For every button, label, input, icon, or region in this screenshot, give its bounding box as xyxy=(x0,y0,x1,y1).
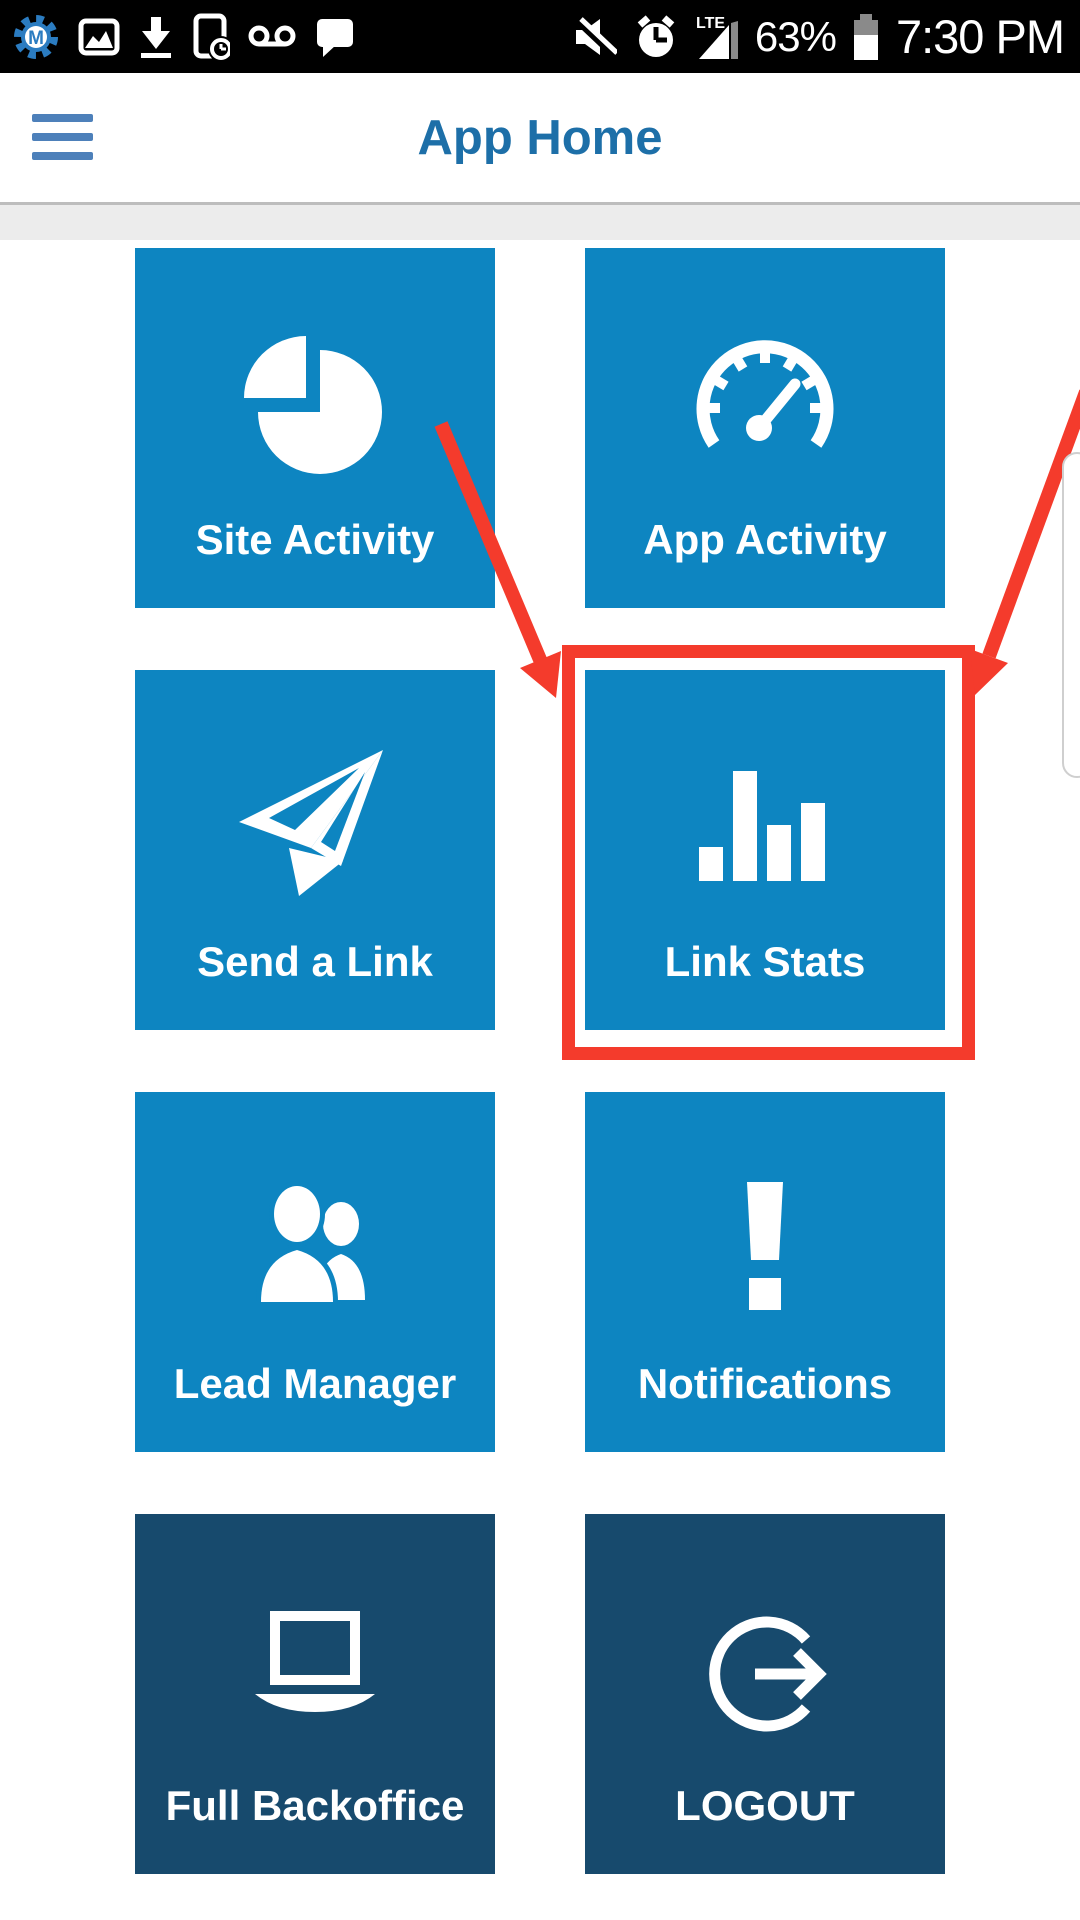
tile-label: Notifications xyxy=(637,1360,893,1407)
tile-label: Send a Link xyxy=(197,938,433,985)
users-icon xyxy=(135,1150,495,1345)
pie-chart-icon xyxy=(135,306,495,501)
tile-link-stats[interactable]: Link Stats xyxy=(585,670,945,1030)
laptop-icon xyxy=(135,1572,495,1767)
tile-label: Lead Manager xyxy=(173,1360,457,1407)
scrollbar-handle[interactable] xyxy=(1062,452,1080,778)
gallery-icon xyxy=(78,18,120,55)
svg-text:LTE: LTE xyxy=(696,15,725,32)
voicemail-icon xyxy=(248,25,296,46)
status-bar-notification-icons: M xyxy=(12,13,354,61)
alarm-clock-icon xyxy=(637,14,675,57)
status-bar-system-icons: LTE 63% 7:30 PM xyxy=(573,9,1065,64)
app-logo-gear-icon: M xyxy=(14,14,58,59)
app-header: App Home xyxy=(0,73,1080,202)
svg-text:M: M xyxy=(28,28,44,49)
paper-plane-icon xyxy=(135,728,495,923)
bar-chart-icon xyxy=(585,728,945,923)
clock-time: 7:30 PM xyxy=(895,10,1065,63)
volume-mute-icon xyxy=(574,16,617,57)
tile-logout[interactable]: LOGOUT xyxy=(585,1514,945,1874)
logout-icon xyxy=(585,1572,945,1767)
tile-label: LOGOUT xyxy=(675,1782,855,1829)
tile-notifications[interactable]: Notifications xyxy=(585,1092,945,1452)
tile-full-backoffice[interactable]: Full Backoffice xyxy=(135,1514,495,1874)
battery-percent: 63% xyxy=(754,12,837,60)
tile-site-activity[interactable]: Site Activity xyxy=(135,248,495,608)
tile-label: Link Stats xyxy=(664,938,866,985)
status-bar[interactable]: M xyxy=(0,0,1080,73)
chat-icon xyxy=(317,18,353,57)
header-divider xyxy=(0,202,1080,205)
hamburger-menu-icon[interactable] xyxy=(32,114,93,160)
exclamation-icon xyxy=(585,1150,945,1345)
tile-lead-manager[interactable]: Lead Manager xyxy=(135,1092,495,1452)
tile-label: App Activity xyxy=(643,516,887,563)
device-clock-icon xyxy=(193,13,230,61)
battery-icon xyxy=(853,13,878,60)
lte-signal-icon: LTE xyxy=(696,15,738,59)
tile-grid: Site Activity App Activity xyxy=(135,248,945,1874)
tile-label: Full Backoffice xyxy=(165,1782,465,1829)
header-shadow-strip xyxy=(0,205,1080,240)
tile-app-activity[interactable]: App Activity xyxy=(585,248,945,608)
tile-label: Site Activity xyxy=(195,516,435,563)
page-title: App Home xyxy=(417,110,663,165)
tile-send-a-link[interactable]: Send a Link xyxy=(135,670,495,1030)
gauge-icon xyxy=(585,306,945,501)
download-icon xyxy=(141,16,171,58)
